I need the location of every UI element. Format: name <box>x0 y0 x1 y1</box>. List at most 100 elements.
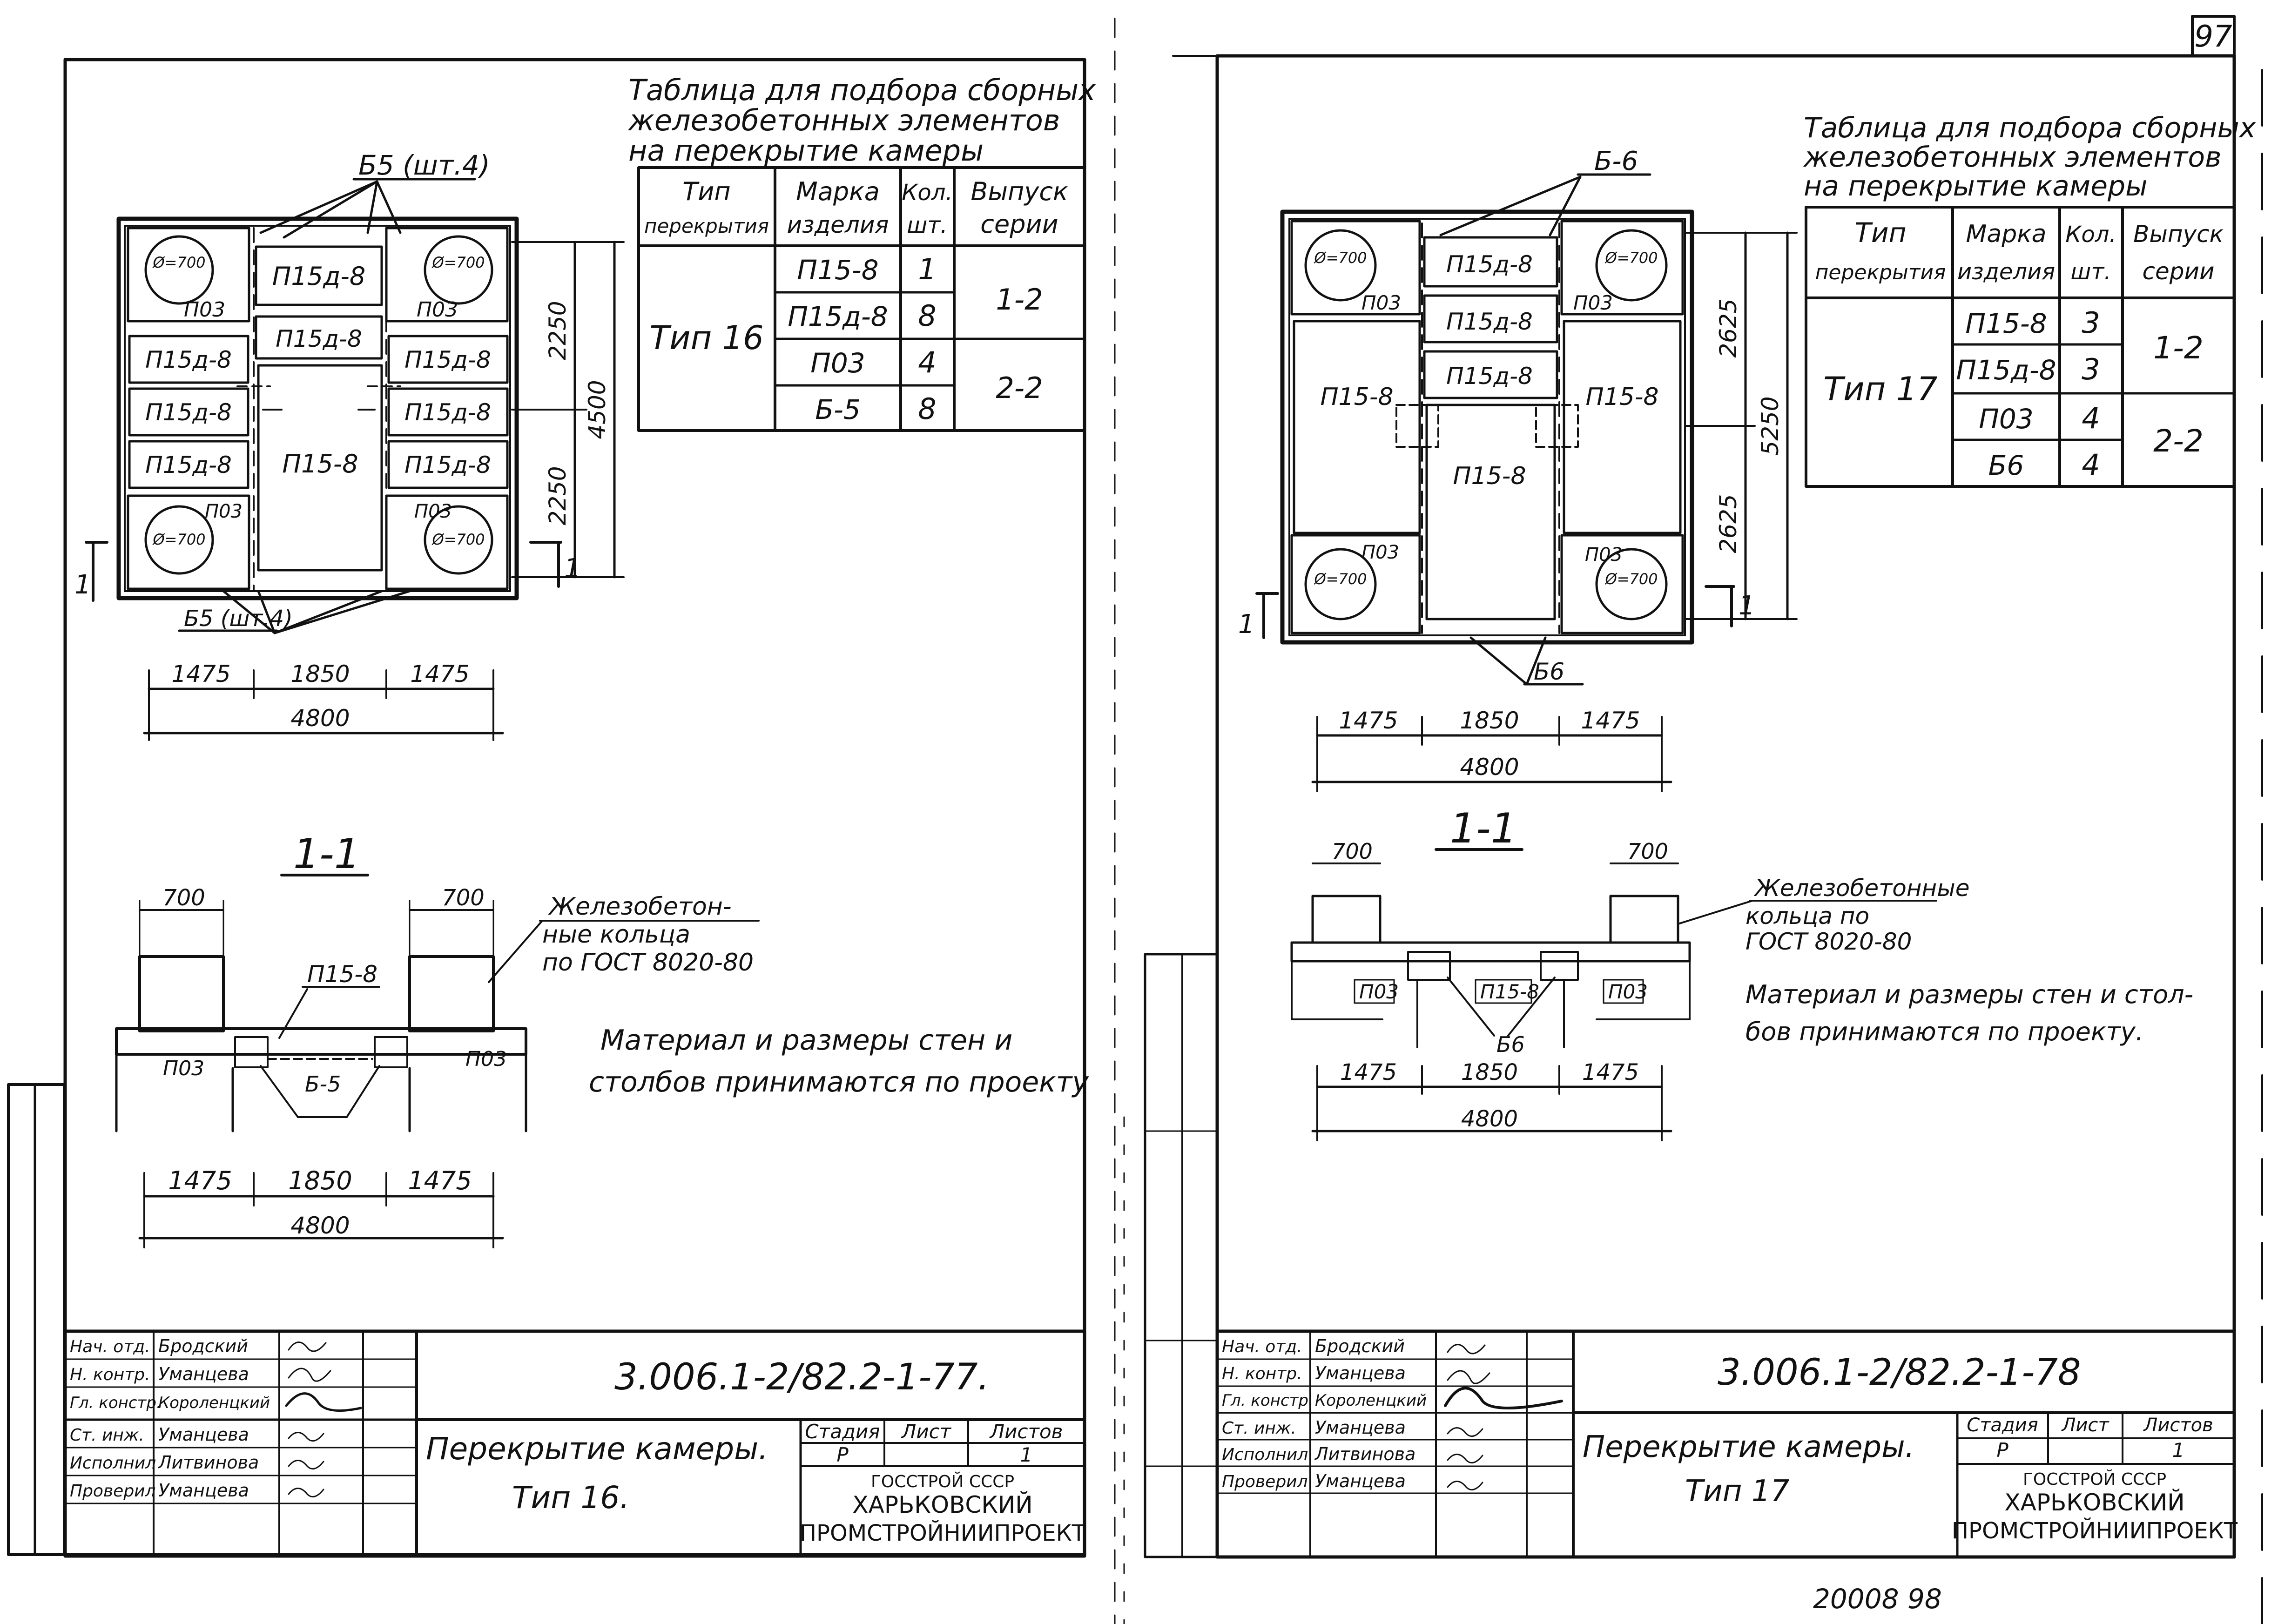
section-label-ring-right: П03 <box>1608 980 1648 1003</box>
table-header-mark-2: изделия <box>787 211 889 238</box>
ring-diameter-tr: Ø=700 <box>1604 249 1658 267</box>
tb-sheet-label: Лист <box>901 1420 952 1443</box>
section-mark-right: 1 <box>564 553 581 584</box>
tb-role-4: Ст. инж. <box>1222 1419 1296 1438</box>
ring-diameter-br: Ø=700 <box>1604 570 1658 588</box>
plan-top-callout: Б-6 <box>1594 146 1638 176</box>
page-number-box <box>2191 15 2236 57</box>
plan-bottom-callout: Б5 (шт.4) <box>184 606 293 632</box>
tb-org-1: ГОССТРОЙ СССР <box>871 1472 1014 1491</box>
signature-1 <box>1447 1344 1486 1354</box>
bottom-page-note: 20008 98 <box>1813 1583 1942 1615</box>
signature-3 <box>1444 1387 1563 1409</box>
signature-4 <box>288 1432 324 1442</box>
table-row-3-qty: 4 <box>918 345 936 379</box>
table-row-4-qty: 8 <box>918 392 936 426</box>
section-label-ring-left: П03 <box>1359 980 1399 1003</box>
tb-role-2: Н. контр. <box>70 1365 150 1384</box>
section-label-ring-right: П03 <box>465 1047 507 1071</box>
section-width-total: 4800 <box>1461 1106 1518 1132</box>
ring-label-bl: П03 <box>205 501 243 522</box>
table-header-type-2: перекрытия <box>1815 261 1946 284</box>
table-title-line-3: на перекрытие камеры <box>1804 170 2148 202</box>
tb-name-2: Уманцева <box>1315 1363 1406 1383</box>
tb-role-5: Исполнил <box>1222 1445 1308 1464</box>
tb-stage: Р <box>1996 1439 2008 1462</box>
note-rings-3: по ГОСТ 8020-80 <box>542 949 754 977</box>
title-block: Нач. отд. Н. контр. Гл. констр. Ст. инж.… <box>63 1329 1086 1557</box>
table-row-2-mark: П15д-8 <box>788 301 888 332</box>
tb-org-3: ПРОМСТРОЙНИИПРОЕКТ <box>800 1520 1086 1546</box>
plan-view: Ø=700 Ø=700 Ø=700 Ø=700 П03 П03 П03 П03 … <box>74 149 625 741</box>
margin-stamp-column <box>1144 953 1219 1558</box>
ring-label-bl: П03 <box>1361 542 1399 563</box>
plan-dim-half-bottom: 2250 <box>544 466 571 525</box>
panel-small-c2: П15д-8 <box>276 325 362 352</box>
tb-name-5: Литвинова <box>157 1452 259 1473</box>
tb-sheets-label: Листов <box>2143 1415 2213 1436</box>
tb-org-2: ХАРЬКОВСКИЙ <box>2004 1489 2184 1516</box>
table-type-cell: Тип 17 <box>1823 370 1937 408</box>
plan-dim-half-top: 2625 <box>1715 298 1742 357</box>
panel-small-l2: П15д-8 <box>145 399 232 426</box>
plan-dim-half-bottom: 2625 <box>1715 494 1742 553</box>
table-row-3-qty: 4 <box>2082 401 2100 435</box>
tb-role-1: Нач. отд. <box>70 1337 150 1356</box>
signature-5 <box>288 1460 324 1470</box>
panel-large-left: П15-8 <box>1320 383 1393 411</box>
section-label-beam: Б6 <box>1496 1032 1525 1057</box>
section-title: 1-1 <box>1450 804 1517 852</box>
tb-name-1: Бродский <box>158 1336 248 1356</box>
table-header-issue-2: серии <box>2143 258 2215 285</box>
ring-label-tl: П03 <box>1361 291 1401 314</box>
table-header-qty-1: Кол. <box>902 180 952 206</box>
tb-name-1: Бродский <box>1315 1336 1405 1356</box>
tb-name-2: Уманцева <box>158 1364 249 1384</box>
tb-role-5: Исполнил <box>70 1454 156 1473</box>
section-ring-width-right: 700 <box>442 885 485 911</box>
tb-stage: Р <box>836 1443 849 1466</box>
tb-name-6: Уманцева <box>1315 1471 1406 1491</box>
note-rings-1: Железобетон- <box>548 893 732 921</box>
tb-name-6: Уманцева <box>158 1480 249 1501</box>
note-rings-1: Железобетонные <box>1753 875 1969 902</box>
table-title-line-2: железобетонных элементов <box>627 103 1060 137</box>
signature-4 <box>1447 1427 1483 1437</box>
table-row-2-qty: 8 <box>918 299 936 333</box>
table-type-cell: Тип 16 <box>649 319 763 357</box>
tb-sheet-label: Лист <box>2061 1415 2110 1436</box>
tb-name-3: Короленцкий <box>1315 1391 1427 1410</box>
table-header-mark-1: Марка <box>1966 220 2046 248</box>
table-row-3-mark: П03 <box>1979 403 2033 435</box>
tb-org-1: ГОССТРОЙ СССР <box>2023 1469 2166 1489</box>
tb-role-4: Ст. инж. <box>70 1426 144 1445</box>
tb-stage-label: Стадия <box>1967 1415 2038 1436</box>
plan-width-3: 1475 <box>1581 707 1640 734</box>
table-issue-1: 1-2 <box>996 283 1043 317</box>
ring-diameter-br: Ø=700 <box>431 531 485 548</box>
table-title-line-1: Таблица для подбора сборных <box>628 73 1096 107</box>
tb-role-6: Проверил <box>1222 1472 1308 1491</box>
table-title-line-2: железобетонных элементов <box>1803 141 2221 174</box>
tb-role-6: Проверил <box>70 1482 156 1501</box>
ring-diameter-tl: Ø=700 <box>1313 249 1367 267</box>
table-header-mark-2: изделия <box>1957 259 2055 285</box>
table-issue-2: 2-2 <box>2153 423 2204 459</box>
section-label-center: П15-8 <box>1480 980 1539 1003</box>
section-mark-right: 1 <box>1739 591 1755 621</box>
ring-diameter-bl: Ø=700 <box>1313 570 1367 588</box>
signature-5 <box>1447 1454 1483 1464</box>
plan-width-2: 1850 <box>290 660 350 687</box>
ring-diameter-bl: Ø=700 <box>152 531 205 548</box>
section-label-center: П15-8 <box>307 961 377 988</box>
tb-sheet: 1 <box>1020 1443 1033 1466</box>
panel-small-c1: П15д-8 <box>1446 251 1533 278</box>
note-material-1: Материал и размеры стен и <box>600 1024 1012 1057</box>
tb-name-5: Литвинова <box>1314 1444 1415 1464</box>
tb-name-4: Уманцева <box>158 1424 249 1445</box>
table-header-qty-2: шт. <box>907 212 947 238</box>
selection-table: Таблица для подбора сборных железобетонн… <box>1803 112 2256 488</box>
signature-2 <box>288 1368 331 1382</box>
ring-label-br: П03 <box>1585 544 1623 566</box>
